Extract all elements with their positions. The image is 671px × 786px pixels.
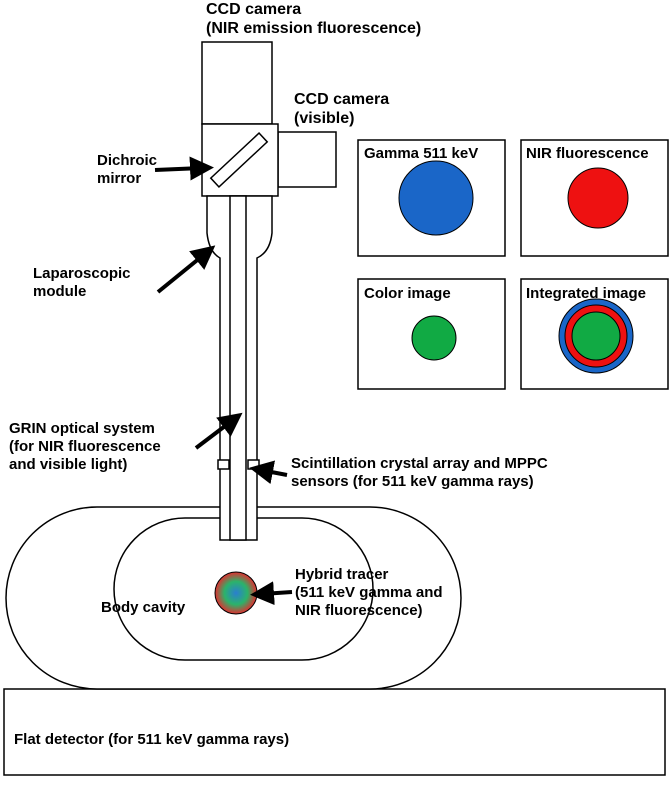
- ccd-nir-label-line2: (NIR emission fluorescence): [206, 20, 422, 37]
- nir-panel-title: NIR fluorescence: [526, 145, 649, 162]
- scintillator-block-left: [217, 459, 230, 470]
- dichroic-label: Dichroic mirror: [97, 152, 157, 188]
- flat-detector-label: Flat detector (for 511 keV gamma rays): [14, 731, 290, 748]
- tracer-label-line1: Hybrid tracer: [295, 566, 389, 583]
- color-image-spot: [411, 315, 457, 361]
- laparoscopic-label-line1: Laparoscopic: [33, 265, 131, 282]
- ccd-visible-label-line1: CCD camera: [294, 91, 390, 108]
- grin-arrow: [194, 412, 243, 450]
- grin-label-line3: and visible light): [9, 456, 128, 473]
- hybrid-tracer: [214, 571, 258, 615]
- integrated-panel-title: Integrated image: [526, 285, 647, 302]
- ccd-nir-label: CCD camera (NIR emission fluorescence): [206, 0, 421, 38]
- integrated-inner-spot: [571, 311, 621, 361]
- dichroic-label-line2: mirror: [97, 170, 142, 187]
- grin-label: GRIN optical system (for NIR fluorescenc…: [9, 420, 161, 474]
- scintillator-label-line1: Scintillation crystal array and MPPC: [291, 455, 548, 472]
- tracer-label-line3: NIR fluorescence): [295, 602, 423, 619]
- dichroic-arrow: [154, 156, 214, 181]
- body-cavity-label: Body cavity: [101, 599, 186, 616]
- scintillator-arrow: [249, 460, 288, 485]
- tracer-label: Hybrid tracer (511 keV gamma and NIR flu…: [295, 566, 443, 620]
- grin-label-line1: GRIN optical system: [9, 420, 155, 437]
- scintillator-block-right: [247, 459, 260, 470]
- ccd-visible-label-line2: (visible): [294, 110, 355, 127]
- ccd-nir-label-line1: CCD camera: [206, 1, 302, 18]
- gamma-panel-title: Gamma 511 keV: [364, 145, 479, 162]
- ccd-camera-nir: [201, 41, 273, 125]
- grin-rod: [229, 195, 247, 541]
- tracer-label-line2: (511 keV gamma and: [295, 584, 443, 601]
- gamma-spot: [398, 160, 474, 236]
- laparoscopic-label: Laparoscopic module: [33, 265, 131, 301]
- nir-spot: [567, 167, 629, 229]
- gamma-panel: [357, 139, 506, 257]
- dichroic-mirror: [209, 132, 269, 188]
- flat-detector: [3, 688, 666, 776]
- laparoscopic-arrow: [156, 245, 216, 294]
- laparoscopic-label-line2: module: [33, 283, 87, 300]
- tracer-arrow: [250, 581, 293, 606]
- scintillator-label: Scintillation crystal array and MPPC sen…: [291, 455, 548, 491]
- scintillator-label-line2: sensors (for 511 keV gamma rays): [291, 473, 534, 490]
- ccd-visible-label: CCD camera (visible): [294, 90, 389, 128]
- color-image-panel-title: Color image: [364, 285, 451, 302]
- grin-label-line2: (for NIR fluorescence: [9, 438, 161, 455]
- dichroic-label-line1: Dichroic: [97, 152, 158, 169]
- ccd-camera-visible: [277, 131, 337, 188]
